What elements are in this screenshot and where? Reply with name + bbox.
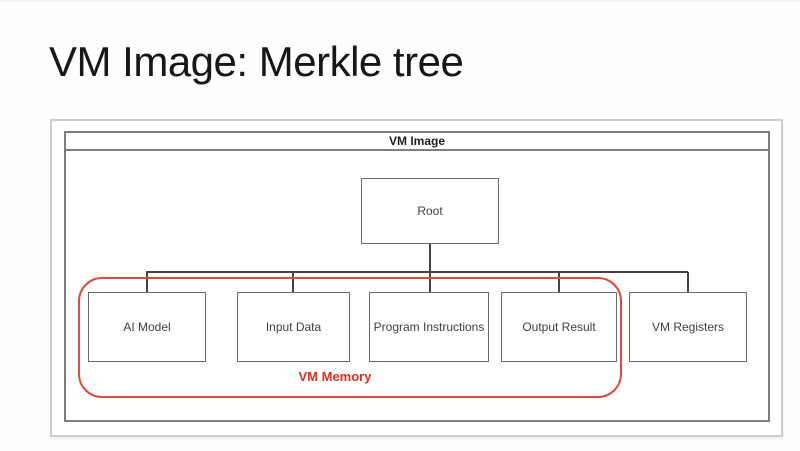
connector-stub-output-result — [558, 272, 560, 292]
top-edge-strip — [0, 0, 800, 2]
connector-stub-ai-model — [146, 272, 148, 292]
vm-image-header-bar: VM Image — [64, 131, 770, 151]
node-output-result: Output Result — [501, 292, 617, 362]
connector-stub-vm-registers — [687, 272, 689, 292]
node-root: Root — [361, 178, 499, 244]
connector-stub-input-data — [292, 272, 294, 292]
connector-stub-program-instructions — [429, 272, 431, 292]
node-vm-registers: VM Registers — [629, 292, 747, 362]
vm-image-header-label: VM Image — [388, 134, 445, 148]
node-ai-model: AI Model — [88, 292, 206, 362]
connector-bus-line — [146, 271, 688, 273]
node-program-instructions: Program Instructions — [369, 292, 489, 362]
vm-memory-label: VM Memory — [298, 369, 372, 384]
vm-memory-group-outline — [78, 277, 622, 398]
connector-root-line — [429, 244, 431, 272]
slide-title: VM Image: Merkle tree — [49, 38, 464, 85]
node-input-data: Input Data — [237, 292, 350, 362]
